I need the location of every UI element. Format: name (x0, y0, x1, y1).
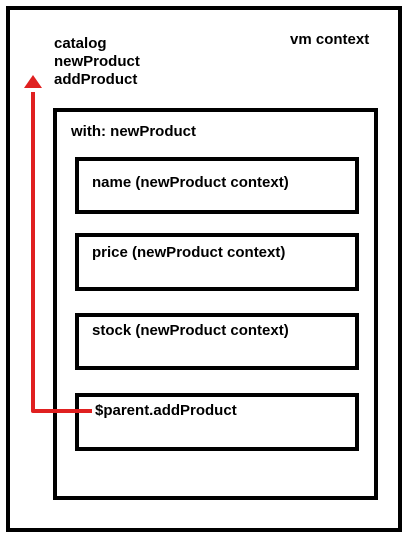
vm-member-addproduct: addProduct (54, 71, 138, 88)
vm-member-list: catalog newProduct addProduct (54, 35, 140, 89)
stock-binding-label: stock (newProduct context) (92, 322, 289, 339)
parent-addproduct-box (75, 393, 359, 451)
vm-context-label: vm context (290, 31, 370, 48)
vm-member-newproduct: newProduct (54, 53, 140, 70)
name-binding-label: name (newProduct context) (92, 174, 289, 191)
stock-binding-box (75, 313, 359, 370)
vm-member-catalog: catalog (54, 35, 107, 52)
price-binding-box (75, 233, 359, 291)
parent-addproduct-label: $parent.addProduct (95, 402, 237, 419)
with-newproduct-label: with: newProduct (71, 123, 196, 140)
price-binding-label: price (newProduct context) (92, 244, 286, 261)
